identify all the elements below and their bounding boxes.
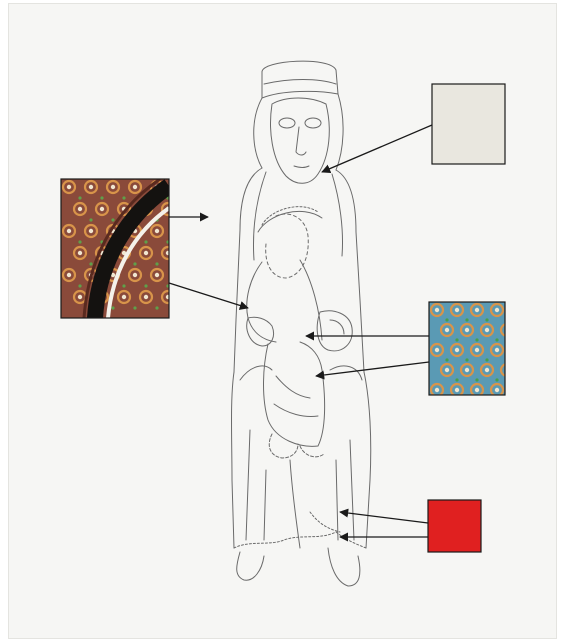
pattern-ring-center [465,368,469,372]
pattern-ring-center [89,229,93,233]
pattern-ring-center [455,308,459,312]
pattern-dot [455,338,458,341]
lap-outline [232,372,371,548]
pattern-ring-center [435,388,439,392]
pattern-ring-center [144,251,148,255]
pattern-dot [465,318,468,321]
pattern-dot [122,196,125,199]
pattern-dot [78,240,81,243]
mouth [294,166,309,168]
pattern-ring-center [133,273,137,277]
pattern-dot [89,218,92,221]
pattern-dot [122,284,125,287]
madonna-feet [237,548,360,586]
pattern-ring-center [67,273,71,277]
pattern-ring-center [78,207,82,211]
pattern-dot [515,338,518,341]
pattern-dot [177,306,180,309]
pattern-dot [475,338,478,341]
pattern-dot [505,398,508,401]
pattern-ring-center [465,328,469,332]
pattern-dot [505,318,508,321]
arrow-face [322,125,432,172]
pattern-ring-center [155,229,159,233]
pattern-ring-center [78,295,82,299]
pattern-ring-center [495,308,499,312]
right-hand [317,311,352,351]
pattern-dot [485,398,488,401]
pattern-ring-center [475,308,479,312]
pattern-ring-center [445,328,449,332]
pattern-dot [445,318,448,321]
mantle-pattern-swatch [61,179,181,318]
pattern-dot [495,338,498,341]
pattern-dot [155,262,158,265]
pattern-ring-center [67,229,71,233]
pattern-ring-center [122,295,126,299]
child-head [266,214,309,278]
pattern-ring-center [485,328,489,332]
pattern-dot [465,358,468,361]
pattern-dot [144,240,147,243]
pattern-ring-center [495,348,499,352]
pattern-dot [465,398,468,401]
arrow-mantle-border [169,283,248,308]
nose [296,127,306,155]
pattern-dot [495,378,498,381]
pattern-ring-center [133,185,137,189]
pattern-ring-center [455,388,459,392]
madonna-drawing [232,61,371,586]
pattern-dot [133,262,136,265]
pattern-dot [111,306,114,309]
pattern-dot [455,378,458,381]
pattern-ring-center [100,207,104,211]
pattern-dot [475,378,478,381]
face-color-swatch [432,84,505,164]
arrows [169,125,432,537]
pattern-ring-center [144,295,148,299]
pattern-dot [111,218,114,221]
pattern-ring-center [475,388,479,392]
pattern-ring-center [435,348,439,352]
pattern-ring-center [111,185,115,189]
pattern-dot [78,284,81,287]
left-hand [247,317,274,346]
pattern-ring-center [495,388,499,392]
hem-color-swatch [428,500,481,552]
face-outline [271,98,330,183]
pattern-dot [133,306,136,309]
right-eye [305,118,321,128]
pattern-dot [177,218,180,221]
pattern-dot [445,358,448,361]
pattern-dot [505,358,508,361]
child-robe [264,342,325,446]
left-eye [279,118,295,128]
pattern-ring-center [445,368,449,372]
pattern-ring-center [67,185,71,189]
pattern-dot [485,358,488,361]
pattern-ring-center [435,308,439,312]
pattern-ring-center [485,368,489,372]
pattern-dot [515,378,518,381]
pattern-ring-center [78,251,82,255]
pattern-dot [100,196,103,199]
pattern-dot [177,262,180,265]
child-body [247,260,322,342]
pattern-ring-center [455,348,459,352]
pattern-dot [485,318,488,321]
pattern-dot [89,262,92,265]
pattern-ring-center [89,185,93,189]
pattern-dot [144,284,147,287]
pattern-dot [445,398,448,401]
pattern-ring-center [155,273,159,277]
pattern-dot [155,306,158,309]
pattern-ring-center [475,348,479,352]
pattern-dot [78,196,81,199]
